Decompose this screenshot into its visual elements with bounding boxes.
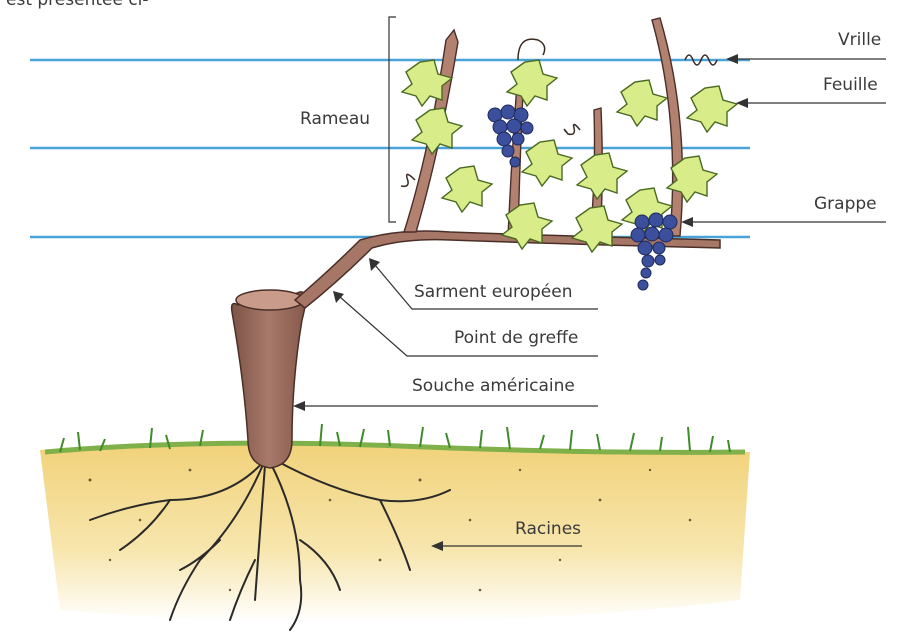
label-rameau: Rameau xyxy=(300,109,370,129)
label-racines: Racines xyxy=(515,519,581,539)
label-souche: Souche américaine xyxy=(412,376,575,396)
label-sarment: Sarment européen xyxy=(414,282,573,302)
label-point-greffe: Point de greffe xyxy=(454,328,578,348)
label-grappe: Grappe xyxy=(814,194,877,214)
rameau-bracket xyxy=(389,17,396,222)
label-feuille: Feuille xyxy=(823,75,878,95)
label-vrille: Vrille xyxy=(838,30,881,50)
